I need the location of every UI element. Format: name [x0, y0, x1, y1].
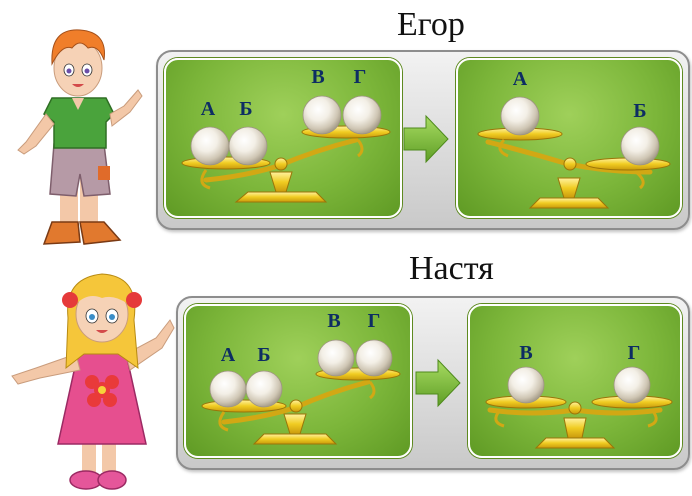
pearl-icon — [613, 366, 651, 404]
pearl-label: Г — [353, 66, 367, 88]
pearl-icon — [500, 96, 540, 136]
pearl-icon — [228, 126, 268, 166]
pearl-icon — [620, 126, 660, 166]
row-2-name: Настя — [409, 250, 494, 287]
pearl-label: Б — [257, 344, 271, 366]
row-1-before-scene: А Б В Г — [164, 58, 402, 218]
pearl-icon — [342, 95, 382, 135]
balance-scale-icon — [528, 197, 610, 209]
girl-character-icon — [11, 273, 175, 490]
pearl-icon — [302, 95, 342, 135]
balance-scale-icon — [534, 437, 616, 449]
pearl-icon — [245, 370, 283, 408]
pearl-label: Г — [367, 310, 381, 332]
balance-scale-icon — [234, 191, 328, 203]
pearl-label: Б — [633, 100, 647, 122]
pearl-label: В — [327, 310, 341, 332]
pearl-label: В — [519, 342, 533, 364]
row-2-after-scene: В Г — [468, 304, 682, 458]
pearl-label: Г — [627, 342, 641, 364]
boy-character-icon — [17, 29, 143, 245]
pearl-icon — [507, 366, 545, 404]
pearl-icon — [190, 126, 230, 166]
arrow-right-icon — [415, 358, 461, 408]
row-2-before-scene: А Б В Г — [184, 304, 412, 458]
pearl-label: Б — [239, 98, 253, 120]
pearl-icon — [209, 370, 247, 408]
row-1-after-scene: А Б — [456, 58, 682, 218]
pearl-icon — [355, 339, 393, 377]
pearl-label: А — [220, 344, 236, 366]
pearl-label: В — [311, 66, 325, 88]
pearl-label: А — [512, 68, 528, 90]
row-1-name: Егор — [397, 6, 465, 43]
pearl-label: А — [200, 98, 216, 120]
pearl-icon — [317, 339, 355, 377]
arrow-right-icon — [403, 114, 449, 164]
balance-scale-icon — [252, 433, 338, 445]
